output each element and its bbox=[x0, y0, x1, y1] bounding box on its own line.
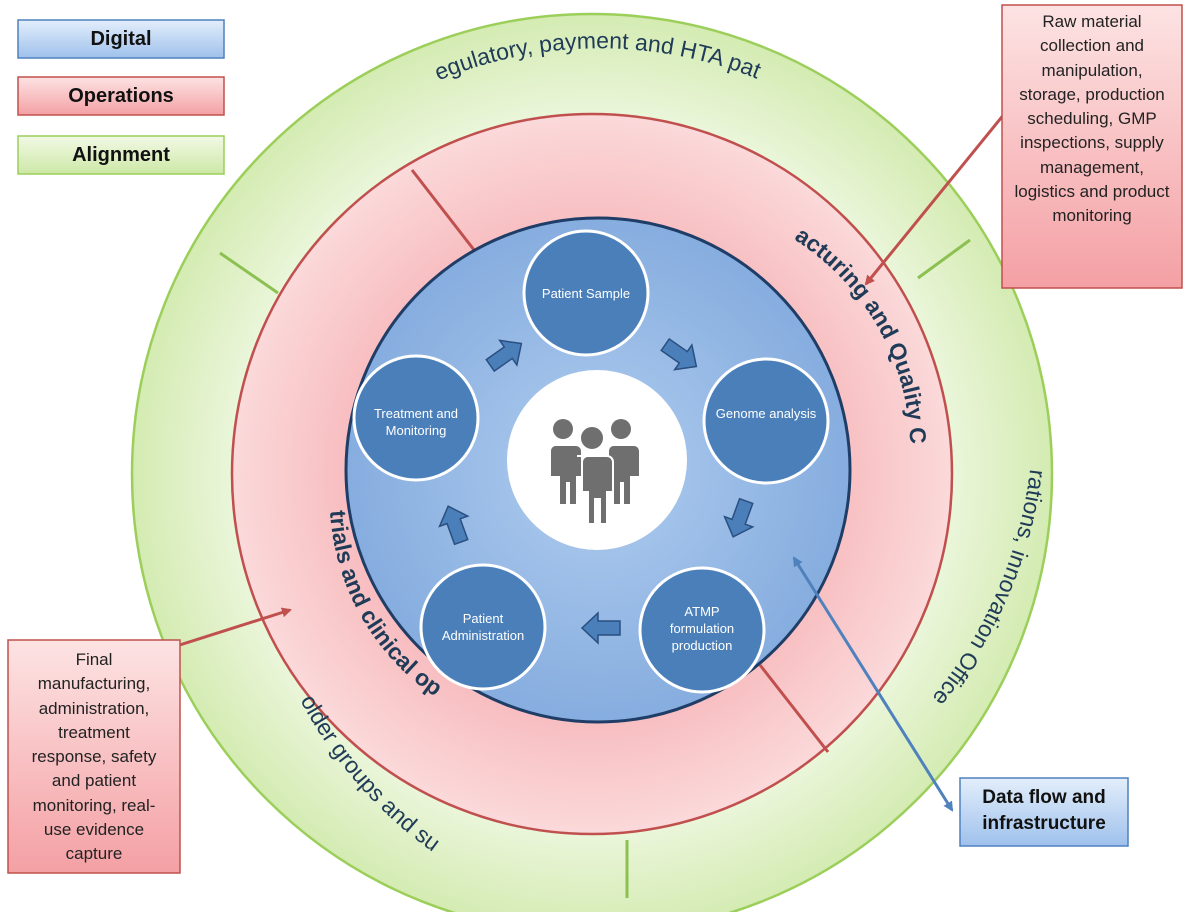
people-group-icon bbox=[550, 419, 639, 525]
node-patient-administration bbox=[419, 563, 547, 691]
cycle-arrow bbox=[660, 337, 698, 371]
manufacturing-callout-text: Raw material collection and manipulation… bbox=[1014, 12, 1170, 226]
legend-operations: Operations bbox=[18, 77, 224, 115]
cycle-arrow bbox=[580, 611, 621, 645]
clinical-callout-box bbox=[7, 639, 181, 874]
manufacturing-callout-box bbox=[1001, 4, 1183, 289]
legend-digital-swatch bbox=[17, 19, 225, 59]
node-patient-sample bbox=[522, 229, 650, 357]
node-label-atmp-production: ATMP formulation production bbox=[669, 604, 735, 653]
cycle-arrow bbox=[485, 339, 523, 373]
legend-digital-label: Digital bbox=[90, 27, 152, 50]
data-flow-box bbox=[959, 777, 1129, 847]
legend-alignment: Alignment bbox=[18, 136, 224, 174]
node-label-treatment-monitoring: Treatment and Monitoring bbox=[373, 406, 459, 438]
legend-alignment-swatch bbox=[17, 135, 225, 175]
node-label-patient-administration: Patient Administration bbox=[441, 611, 525, 643]
legend-digital: Digital bbox=[18, 20, 224, 58]
operations-divider bbox=[410, 169, 480, 256]
data-flow-text: Data flow and infrastructure bbox=[982, 787, 1106, 834]
node-label-patient-sample: Patient Sample bbox=[541, 286, 631, 301]
legend-operations-swatch bbox=[17, 76, 225, 116]
alignment-divider bbox=[219, 251, 279, 295]
data-flow-arrow bbox=[792, 556, 954, 812]
node-atmp-production bbox=[638, 566, 766, 694]
legend-alignment-label: Alignment bbox=[72, 143, 170, 166]
node-label-genome-analysis: Genome analysis bbox=[715, 406, 817, 421]
node-treatment-monitoring bbox=[352, 354, 480, 482]
node-genome-analysis bbox=[702, 357, 830, 485]
cycle-arrow bbox=[438, 505, 470, 546]
clinical-callout-text: Final manufacturing, administration, tre… bbox=[31, 650, 157, 864]
cycle-arrow bbox=[723, 497, 755, 538]
legend-operations-label: Operations bbox=[68, 84, 174, 107]
